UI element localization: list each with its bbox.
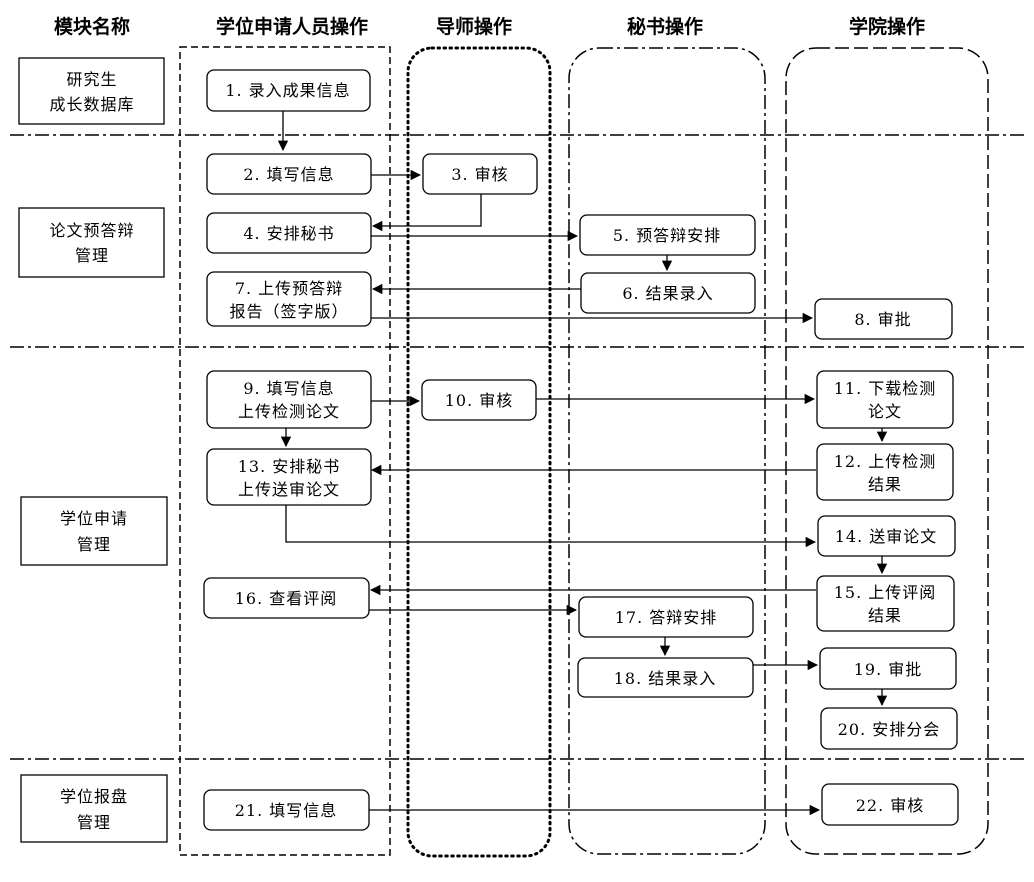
step-6-label: 6. 结果录入	[622, 284, 713, 303]
module-growth-database: 研究生 成长数据库	[18, 57, 165, 125]
step-13-line-2: 上传送审论文	[238, 480, 340, 499]
step-12-line-2: 结果	[868, 475, 902, 494]
step-22-label: 22. 审核	[856, 796, 925, 815]
lane-applicant	[179, 46, 391, 856]
step-2: 2. 填写信息	[206, 153, 372, 195]
edges	[277, 111, 888, 816]
lane-supervisor	[406, 46, 552, 858]
module-pre-defense-line-1: 论文预答辩	[49, 221, 134, 240]
step-2-label: 2. 填写信息	[243, 165, 334, 184]
header-secretary: 秘书操作	[627, 15, 703, 38]
step-1-label: 1. 录入成果信息	[225, 81, 350, 100]
step-20-label: 20. 安排分会	[838, 720, 941, 739]
step-15-line-1: 15. 上传评阅	[834, 583, 937, 602]
module-pre-defense-line-2: 管理	[75, 246, 109, 265]
lane-secretary	[568, 47, 766, 855]
step-17-label: 17. 答辩安排	[615, 608, 718, 627]
step-3-label: 3. 审核	[451, 165, 508, 184]
step-12: 12. 上传检测 结果	[816, 443, 954, 501]
step-3: 3. 审核	[422, 153, 538, 195]
step-11-line-1: 11. 下载检测	[834, 379, 937, 398]
module-degree-report-line-2: 管理	[77, 813, 111, 832]
step-16-label: 16. 查看评阅	[235, 589, 338, 608]
module-growth-database-line-2: 成长数据库	[49, 95, 134, 114]
step-9-line-2: 上传检测论文	[238, 402, 340, 421]
edge-3-4	[371, 194, 482, 232]
module-pre-defense: 论文预答辩 管理	[18, 207, 165, 278]
step-21: 21. 填写信息	[203, 789, 370, 831]
module-degree-application: 学位申请 管理	[20, 496, 168, 566]
step-13-line-1: 13. 安排秘书	[238, 457, 341, 476]
step-18-label: 18. 结果录入	[614, 669, 717, 688]
header-applicant: 学位申请人员操作	[216, 15, 368, 38]
step-19-label: 19. 审批	[854, 660, 923, 679]
step-15-line-2: 结果	[868, 606, 902, 625]
header-college: 学院操作	[849, 15, 925, 38]
step-10: 10. 审核	[421, 379, 537, 421]
step-10-label: 10. 审核	[445, 391, 514, 410]
step-4-label: 4. 安排秘书	[243, 224, 334, 243]
step-14: 14. 送审论文	[817, 515, 956, 557]
step-16: 16. 查看评阅	[203, 577, 370, 619]
step-17: 17. 答辩安排	[578, 596, 754, 638]
module-degree-report: 学位报盘 管理	[20, 774, 168, 843]
step-6: 6. 结果录入	[580, 272, 756, 314]
step-5-label: 5. 预答辩安排	[613, 226, 721, 245]
header-module: 模块名称	[54, 15, 130, 38]
step-14-label: 14. 送审论文	[835, 527, 938, 546]
step-19: 19. 审批	[819, 647, 957, 690]
step-5: 5. 预答辩安排	[579, 214, 756, 256]
step-12-line-1: 12. 上传检测	[834, 452, 937, 471]
step-11: 11. 下载检测 论文	[816, 370, 954, 429]
step-18: 18. 结果录入	[577, 657, 754, 698]
step-9: 9. 填写信息 上传检测论文	[206, 370, 372, 429]
step-4: 4. 安排秘书	[206, 212, 372, 254]
step-7-line-2: 报告（签字版）	[229, 302, 348, 321]
step-8-label: 8. 审批	[854, 310, 911, 329]
module-growth-database-line-1: 研究生	[66, 70, 117, 89]
step-15: 15. 上传评阅 结果	[816, 575, 955, 632]
step-8: 8. 审批	[814, 298, 953, 340]
module-degree-application-line-1: 学位申请	[60, 509, 128, 528]
step-20: 20. 安排分会	[820, 707, 958, 750]
step-7: 7. 上传预答辩 报告（签字版）	[206, 271, 372, 327]
header-supervisor: 导师操作	[436, 15, 512, 38]
step-13: 13. 安排秘书 上传送审论文	[206, 448, 372, 506]
step-21-label: 21. 填写信息	[235, 801, 338, 820]
step-22: 22. 审核	[821, 783, 959, 826]
step-9-line-1: 9. 填写信息	[243, 379, 334, 398]
step-7-line-1: 7. 上传预答辩	[235, 279, 343, 298]
module-degree-application-line-2: 管理	[77, 535, 111, 554]
step-1: 1. 录入成果信息	[206, 69, 371, 112]
module-degree-report-line-1: 学位报盘	[60, 787, 128, 806]
lane-college	[785, 47, 989, 855]
edge-13-14	[285, 505, 817, 548]
step-11-line-2: 论文	[868, 402, 902, 421]
